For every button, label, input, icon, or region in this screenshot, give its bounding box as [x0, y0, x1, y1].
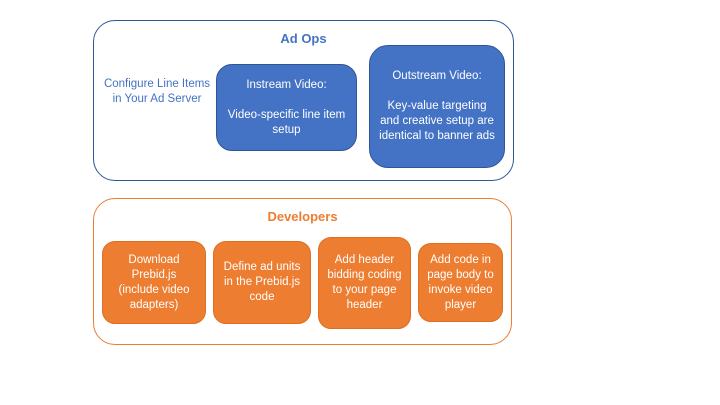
ad-ops-title: Ad Ops: [280, 31, 327, 46]
outstream-video-title: Outstream Video:: [392, 70, 482, 82]
step-download-prebid-box: Download Prebid.js (include video adapte…: [102, 241, 206, 324]
outstream-video-body: Key-value targeting and creative setup a…: [379, 100, 495, 142]
instream-video-body: Video-specific line item setup: [227, 108, 346, 136]
developers-title: Developers: [267, 209, 338, 224]
instream-video-box: Instream Video: Video-specific line item…: [216, 64, 357, 151]
configure-line-items-note: Configure Line Items in Your Ad Server: [103, 78, 211, 105]
developers-group: Developers Download Prebid.js (include v…: [93, 198, 512, 345]
step-define-ad-units-box: Define ad units in the Prebid.js code: [213, 241, 311, 324]
instream-video-title: Instream Video:: [246, 78, 327, 91]
ad-ops-group: Ad Ops Configure Line Items in Your Ad S…: [93, 20, 514, 181]
step-add-page-body-code-box: Add code in page body to invoke video pl…: [418, 243, 503, 322]
step-add-header-bidding-box: Add header bidding coding to your page h…: [318, 237, 411, 329]
outstream-video-box: Outstream Video: Key-value targeting and…: [369, 45, 505, 168]
